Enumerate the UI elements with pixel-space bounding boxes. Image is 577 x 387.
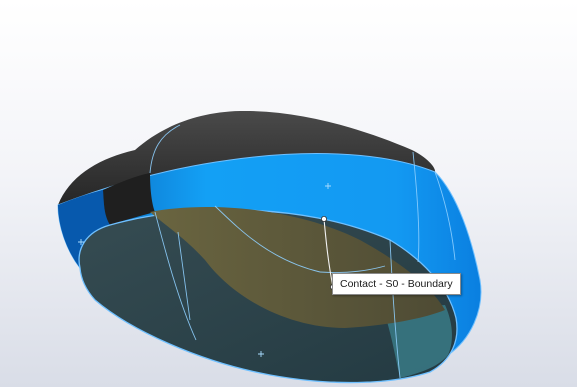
contact-region[interactable] bbox=[150, 207, 445, 328]
callout-label[interactable]: Contact - S0 - Boundary bbox=[332, 273, 461, 295]
surface-edges bbox=[149, 124, 456, 379]
sketch-point-markers bbox=[78, 183, 331, 357]
top-shell-surface[interactable] bbox=[58, 110, 436, 205]
base-side-panel[interactable] bbox=[386, 305, 452, 378]
boundary-selection-edge[interactable] bbox=[323, 218, 334, 288]
boundary-vertex-top[interactable] bbox=[320, 215, 327, 222]
side-surface-left-edge[interactable] bbox=[58, 190, 110, 268]
shell-pocket[interactable] bbox=[103, 173, 155, 225]
